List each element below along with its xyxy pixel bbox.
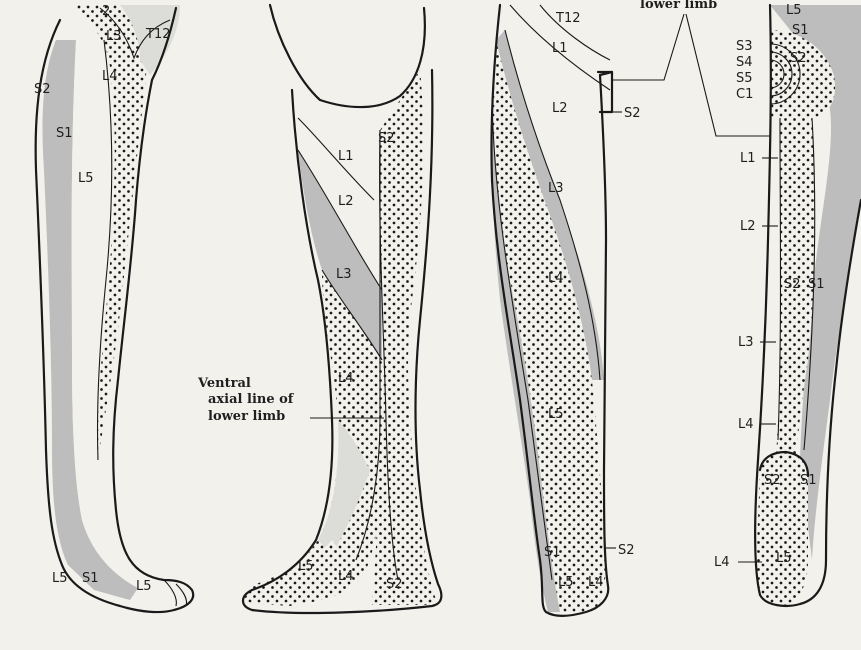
label-l2: L2 [552,101,568,116]
label-l5-foot: L5 [52,571,68,586]
label-l5: L5 [548,407,564,422]
label-l5-foot: L5 [558,575,574,590]
caption-line-3: lower limb [208,409,285,424]
label-l1: L1 [338,149,354,164]
figure2-medial-leg: L1 L2 L3 L4 S2 L5 L4 S2 Ventral axial li… [197,5,441,613]
label-c1: C1 [736,87,753,102]
figure1-lateral-leg: 2 T12 L3 S2 L4 S1 L5 L5 S1 L5 [34,4,193,612]
label-l5: L5 [78,171,94,186]
label-s2-foot: S2 [386,577,403,592]
label-s4: S4 [736,55,753,70]
caption-line-1: Ventral [197,376,251,391]
top-caption-leader-2 [686,14,770,136]
label-l1: L1 [740,151,756,166]
label-s1-thigh: S1 [808,277,825,292]
label-s1-heel: S1 [800,473,817,488]
label-l5-toe: L5 [136,579,152,594]
label-l1: L1 [552,41,568,56]
label-t12: T12 [145,27,170,42]
label-s2-hip: S2 [624,106,641,121]
label-s2-ankle: S2 [618,543,635,558]
label-s3: S3 [736,39,753,54]
figure3-anterior-leg: T12 L1 L2 S2 L3 L4 L5 S1 S2 L5 L4 lower … [491,0,770,616]
label-l4-foot: L4 [338,569,354,584]
label-s2-thigh: S2 [784,277,801,292]
label-s1-top: S1 [792,23,809,38]
label-l5-top: L5 [786,3,802,18]
label-l4-foot: L4 [588,575,604,590]
label-s2-heel: S2 [764,473,781,488]
label-l3: L3 [548,181,564,196]
label-s1-foot: S1 [82,571,99,586]
label-l3: L3 [738,335,754,350]
label-l3: L3 [336,267,352,282]
label-l5-foot: L5 [298,559,314,574]
label-l2: L2 [338,194,354,209]
label-s2: S2 [34,82,51,97]
label-s1-ankle: S1 [544,545,561,560]
top-caption-leader-1 [612,14,684,80]
label-l3: L3 [106,29,122,44]
label-s1: S1 [56,126,73,141]
label-l4-foot: L4 [714,555,730,570]
label-l4: L4 [338,371,354,386]
caption-line-2: axial line of [208,392,295,407]
label-t12: T12 [555,11,580,26]
label-s5: S5 [736,71,753,86]
label-s2-top: S2 [378,131,395,146]
label-2: 2 [102,4,110,19]
label-s2-butt: S2 [790,51,807,66]
label-l5-foot: L5 [776,551,792,566]
label-l4: L4 [548,271,564,286]
label-l2: L2 [740,219,756,234]
figure2-knee-outline [270,5,425,107]
top-caption: lower limb [640,0,717,12]
label-l4: L4 [738,417,754,432]
figure4-posterior-leg: L5 S1 S3 S4 S5 C1 S2 L1 L2 S2 S1 L3 L4 S… [714,3,861,606]
label-l4: L4 [102,69,118,84]
